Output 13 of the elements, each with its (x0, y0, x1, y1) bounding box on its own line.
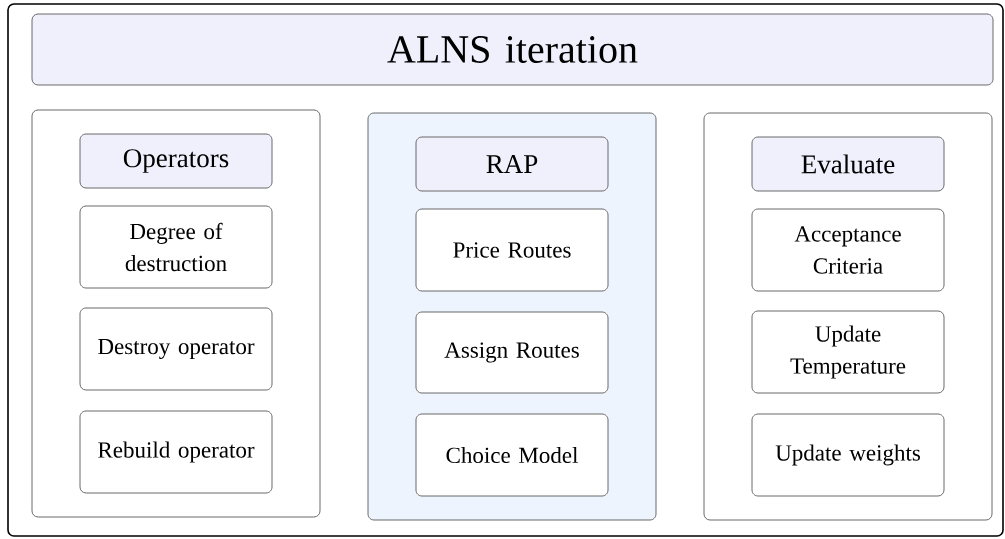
title-banner: ALNS iteration (31, 13, 994, 86)
step-box: Update weights (751, 413, 945, 497)
step-box: Rebuild operator (79, 410, 273, 494)
step-box: Choice Model (415, 413, 609, 497)
panel-header: RAP (415, 136, 609, 192)
step-box: Degree of destruction (79, 205, 273, 289)
step-box: Price Routes (415, 208, 609, 292)
step-box: Assign Routes (415, 311, 609, 394)
step-box: Destroy operator (79, 307, 273, 391)
step-box: Update Temperature (751, 310, 945, 394)
step-box: Acceptance Criteria (751, 208, 945, 292)
panel-header: Operators (79, 133, 273, 189)
panel-header: Evaluate (751, 136, 945, 192)
